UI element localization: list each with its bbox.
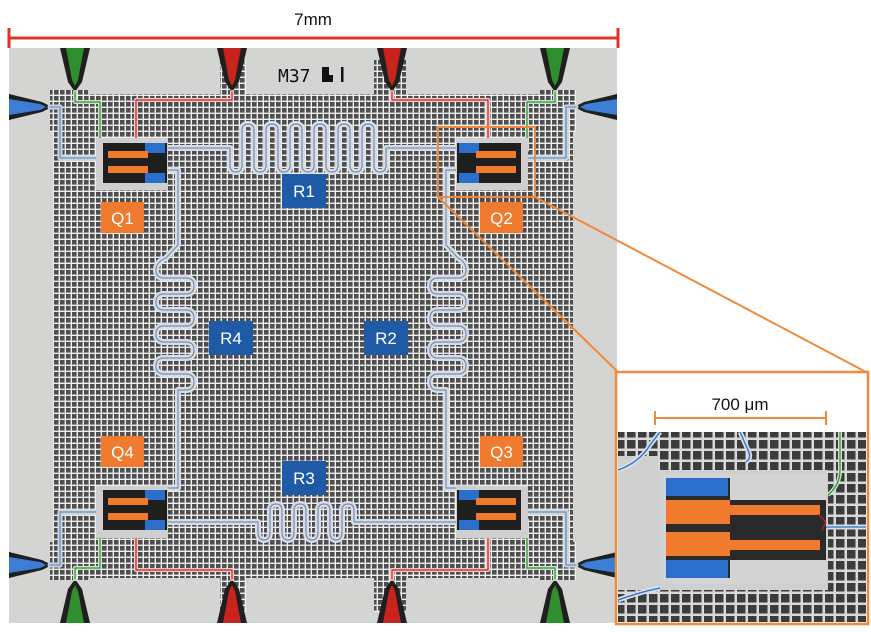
qubit-label-q4: Q4: [101, 436, 144, 467]
qubit-label-q2: Q2: [480, 202, 523, 233]
qubit-label-q1: Q1: [101, 202, 144, 233]
svg-text:R1: R1: [293, 182, 315, 201]
chip-id-text: M37: [278, 66, 311, 87]
qubit-devices: [96, 138, 528, 538]
zoom-highlight: [437, 126, 867, 373]
resonator-label-r2: R2: [364, 321, 408, 355]
qubit-label-q3: Q3: [480, 436, 523, 467]
qubit-device-q1: [96, 138, 168, 190]
qubit-device-q3: [456, 486, 528, 538]
resonator-r4-path: [147, 167, 197, 491]
resonator-labels: R1 R2 R3 R4: [209, 174, 408, 495]
resonator-r3-path: [165, 501, 461, 543]
inset-scale-label: 700 μm: [711, 395, 768, 414]
resonator-r1-path: [165, 121, 461, 175]
svg-text:R2: R2: [375, 329, 397, 348]
chip-marking: M37: [278, 66, 344, 87]
qubit-labels: Q1 Q2 Q3 Q4: [101, 202, 523, 467]
svg-text:Q1: Q1: [111, 209, 134, 228]
connector-tips: [9, 48, 617, 623]
bond-pads: [9, 48, 617, 623]
scale-bar-label: 7mm: [294, 10, 332, 29]
svg-text:R4: R4: [220, 329, 242, 348]
resonator-label-r4: R4: [209, 321, 253, 355]
transmission-lines: [47, 90, 579, 581]
qubit-device-q2: [456, 138, 528, 190]
resonator-label-r1: R1: [282, 174, 326, 208]
scale-bar: 7mm: [7, 10, 620, 48]
inset-zoom: 700 μm: [614, 370, 870, 626]
svg-text:Q4: Q4: [111, 443, 134, 462]
resonator-r2-path: [427, 167, 479, 491]
inset-scale-bar: 700 μm: [654, 395, 827, 425]
svg-text:R3: R3: [293, 469, 315, 488]
qubit-device-q4: [96, 486, 168, 538]
resonator-label-r3: R3: [282, 461, 326, 495]
svg-text:Q3: Q3: [490, 443, 513, 462]
svg-text:Q2: Q2: [490, 209, 513, 228]
